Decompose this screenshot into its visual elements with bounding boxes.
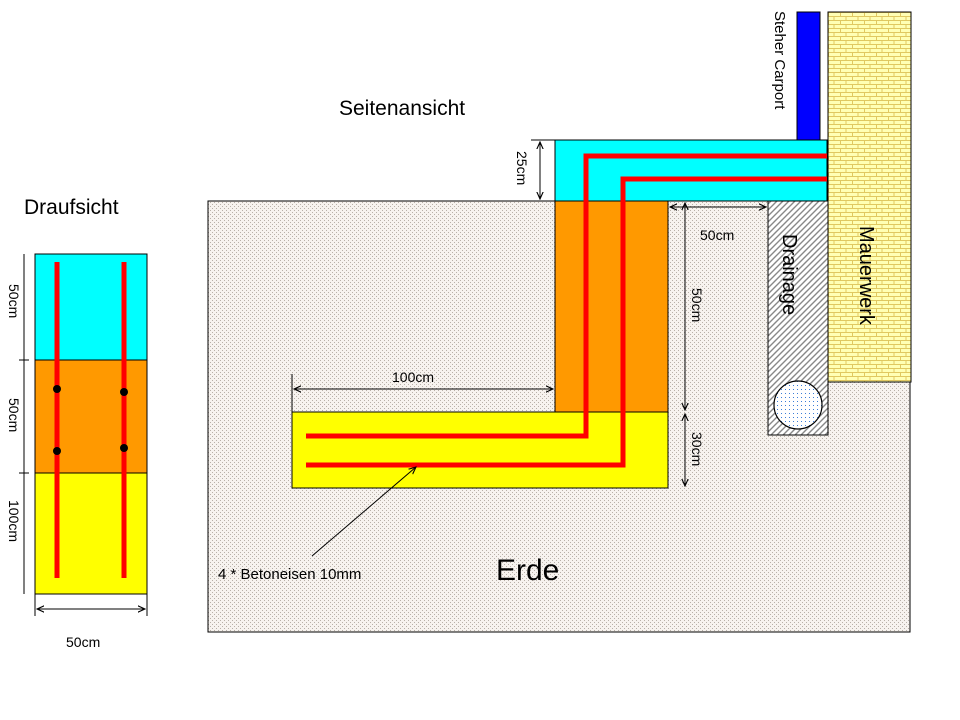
drainage-pipe (773, 380, 823, 430)
side-view: Seitenansicht 25cm 50cm 50cm 30cm (207, 11, 912, 633)
masonry-wall (827, 11, 912, 383)
side-dim-50cm-horizontal: 50cm (700, 227, 734, 243)
erde-label: Erde (496, 554, 559, 587)
slab-cyan (554, 139, 828, 202)
top-dim-width-50cm: 50cm (66, 634, 100, 650)
drainage-label: Drainage (778, 234, 800, 315)
top-view-cyan-section (34, 253, 148, 361)
top-dim-50cm-b: 50cm (6, 398, 22, 432)
betoneisen-label: 4 * Betoneisen 10mm (218, 566, 361, 583)
rebar-dot (53, 385, 61, 393)
rebar-dot (120, 444, 128, 452)
top-dim-100cm: 100cm (6, 500, 22, 542)
rebar-outer (306, 153, 827, 439)
rebar-dot (53, 447, 61, 455)
rebar-inner (306, 176, 827, 468)
rebar-leader-line (311, 467, 416, 557)
seitenansicht-title: Seitenansicht (339, 97, 465, 120)
top-view-yellow-section (34, 472, 148, 595)
steher-carport-label: Steher Carport (771, 11, 788, 110)
rebar-dot (120, 388, 128, 396)
mauerwerk-label: Mauerwerk (855, 226, 877, 326)
side-dim-30cm: 30cm (689, 432, 705, 466)
draufsicht-title: Draufsicht (24, 196, 119, 219)
side-dim-50cm-vertical: 50cm (689, 288, 705, 322)
top-dim-50cm-a: 50cm (6, 284, 22, 318)
top-view-orange-section (34, 359, 148, 474)
wall-orange (554, 200, 669, 413)
top-view: Draufsicht 50cm 50cm 100cm 50cm (6, 196, 148, 650)
side-dim-25cm: 25cm (514, 151, 530, 185)
carport-post (796, 11, 821, 141)
side-dim-100cm: 100cm (392, 369, 434, 385)
footing-yellow (291, 411, 669, 489)
